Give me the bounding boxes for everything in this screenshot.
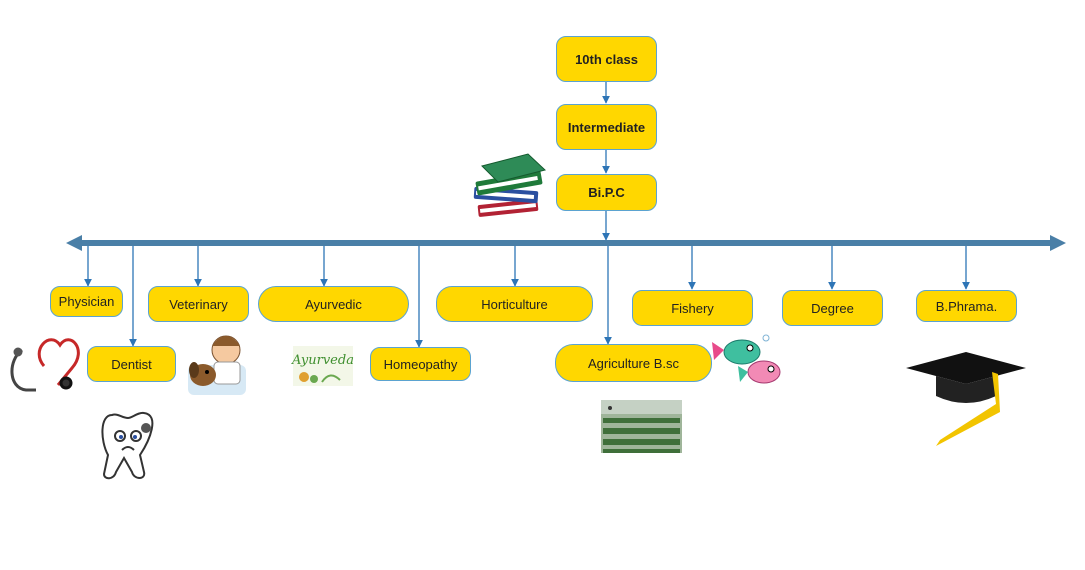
graduation-cap-icon [906, 352, 1026, 446]
ayurveda-logo: Ayurveda [291, 346, 354, 386]
node-homeopathy: Homeopathy [370, 347, 471, 381]
tooth-icon [101, 411, 154, 480]
books-icon [473, 153, 547, 217]
node-degree: Degree [782, 290, 883, 326]
node-10th-class: 10th class [556, 36, 657, 82]
farm-field-icon [601, 400, 682, 453]
node-physician: Physician [50, 286, 123, 317]
timeline-bar [66, 235, 1066, 251]
branch-connectors [84, 246, 970, 348]
stethoscope-icon [10, 338, 80, 392]
node-horticulture: Horticulture [436, 286, 593, 322]
node-fishery: Fishery [632, 290, 753, 326]
node-veterinary: Veterinary [148, 286, 249, 322]
node-bipc: Bi.P.C [556, 174, 657, 211]
node-ayurvedic: Ayurvedic [258, 286, 409, 322]
fish-icon [712, 334, 781, 384]
veterinarian-icon [188, 335, 246, 395]
ayurveda-logo-text: Ayurveda [291, 353, 354, 368]
node-bpharma: B.Phrama. [916, 290, 1017, 322]
node-agriculture-bsc: Agriculture B.sc [555, 344, 712, 382]
node-intermediate: Intermediate [556, 104, 657, 150]
node-dentist: Dentist [87, 346, 176, 382]
